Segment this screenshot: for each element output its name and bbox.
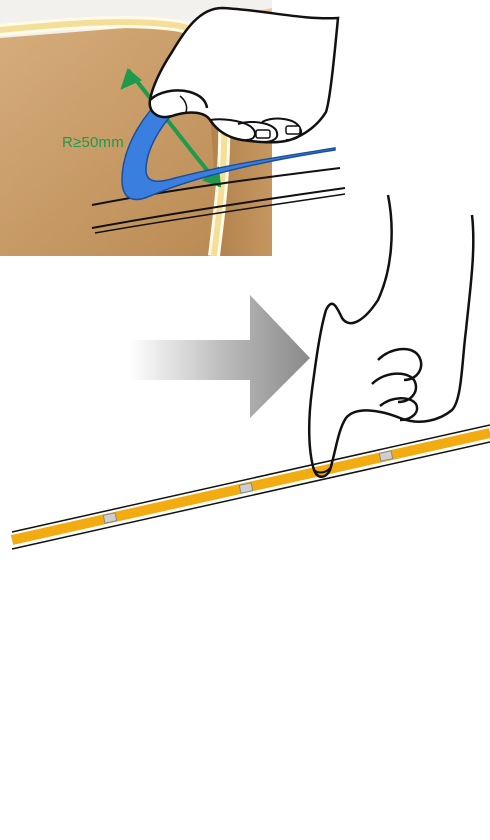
strip-outline [12,442,490,549]
finger [372,374,416,402]
fingernail [286,126,300,134]
press-strip-illustration [0,190,490,570]
press-strip-icon [0,190,490,570]
bend-radius-label: R≥50mm [62,134,124,151]
fingernail [256,130,270,138]
strip-outline [12,425,490,532]
direction-arrow [130,295,310,418]
